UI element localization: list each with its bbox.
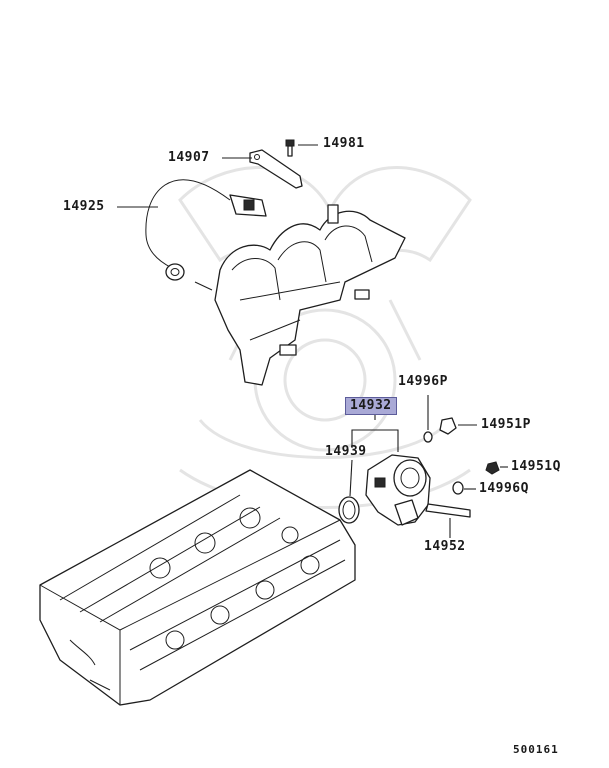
o-ring-14939[interactable] [338, 496, 360, 524]
sensor-14925[interactable] [145, 179, 267, 281]
label-14907[interactable]: 14907 [168, 150, 210, 165]
exhaust-manifold [194, 204, 406, 386]
label-14996q[interactable]: 14996Q [479, 481, 529, 496]
nut-14951p[interactable] [439, 417, 457, 435]
nut-14951q[interactable] [485, 461, 500, 475]
label-14932[interactable]: 14932 [345, 397, 397, 415]
label-14996p[interactable]: 14996P [398, 374, 448, 389]
washer-14996q[interactable] [452, 481, 464, 495]
label-14939[interactable]: 14939 [325, 444, 367, 459]
bracket-14907[interactable] [249, 149, 303, 189]
label-14952[interactable]: 14952 [424, 539, 466, 554]
cylinder-head [39, 469, 356, 706]
sensor-14932[interactable] [365, 454, 431, 526]
label-14925[interactable]: 14925 [63, 199, 105, 214]
label-14981[interactable]: 14981 [323, 136, 365, 151]
label-14951q[interactable]: 14951Q [511, 459, 561, 474]
leader-14939 [349, 459, 353, 497]
stud-14952[interactable] [425, 503, 471, 518]
diagram-reference-number: 500161 [513, 743, 559, 756]
label-14951p[interactable]: 14951P [481, 417, 531, 432]
bolt-14981[interactable] [285, 139, 295, 157]
washer-14996p[interactable] [423, 431, 433, 443]
